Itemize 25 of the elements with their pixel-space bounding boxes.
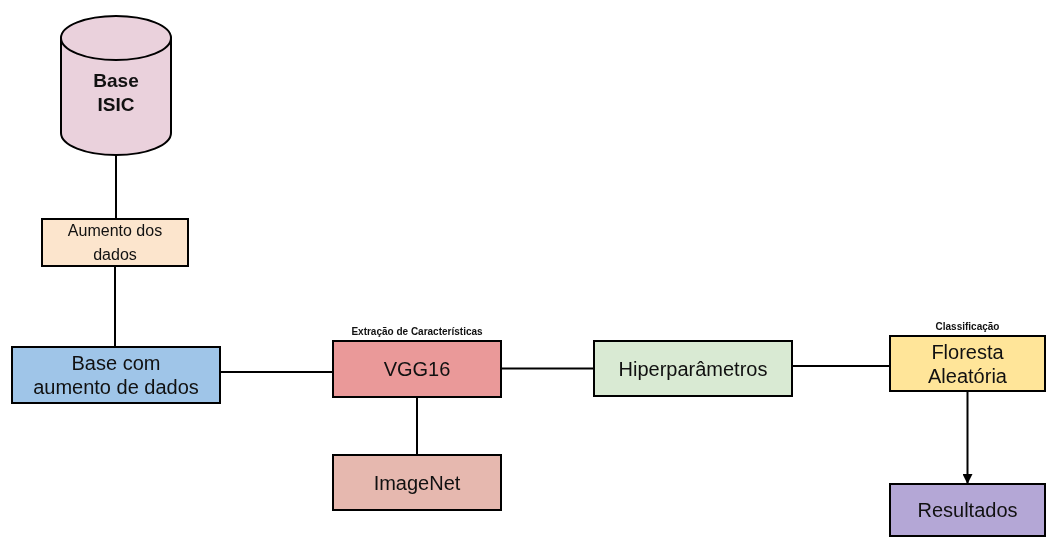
connector-line — [115, 155, 117, 219]
node-label: Aumento dos dados — [66, 220, 164, 265]
process-box — [332, 340, 502, 398]
node-label: ImageNet — [373, 470, 461, 496]
connector-line — [501, 367, 594, 370]
section-label: Classificação — [934, 320, 1001, 334]
node-label: Resultados — [917, 498, 1018, 523]
node-label: Base com aumento de dados — [32, 351, 200, 399]
process-box — [889, 483, 1046, 537]
connector-line — [792, 365, 890, 367]
node-label: Hiperparâmetros — [618, 356, 768, 382]
process-box — [332, 454, 502, 511]
node-label: Base ISIC — [92, 68, 140, 117]
process-box — [11, 346, 221, 404]
node-label: VGG16 — [383, 357, 451, 382]
node-label: Floresta Aleatória — [927, 339, 1008, 388]
database-cylinder — [60, 15, 172, 156]
connector-line — [114, 266, 116, 347]
process-box — [889, 335, 1046, 392]
section-label: Extração de Características — [350, 325, 484, 339]
connector-line — [416, 397, 418, 455]
process-box — [41, 218, 189, 267]
arrow — [962, 391, 973, 484]
process-box — [593, 340, 793, 397]
connector-line — [220, 371, 333, 373]
